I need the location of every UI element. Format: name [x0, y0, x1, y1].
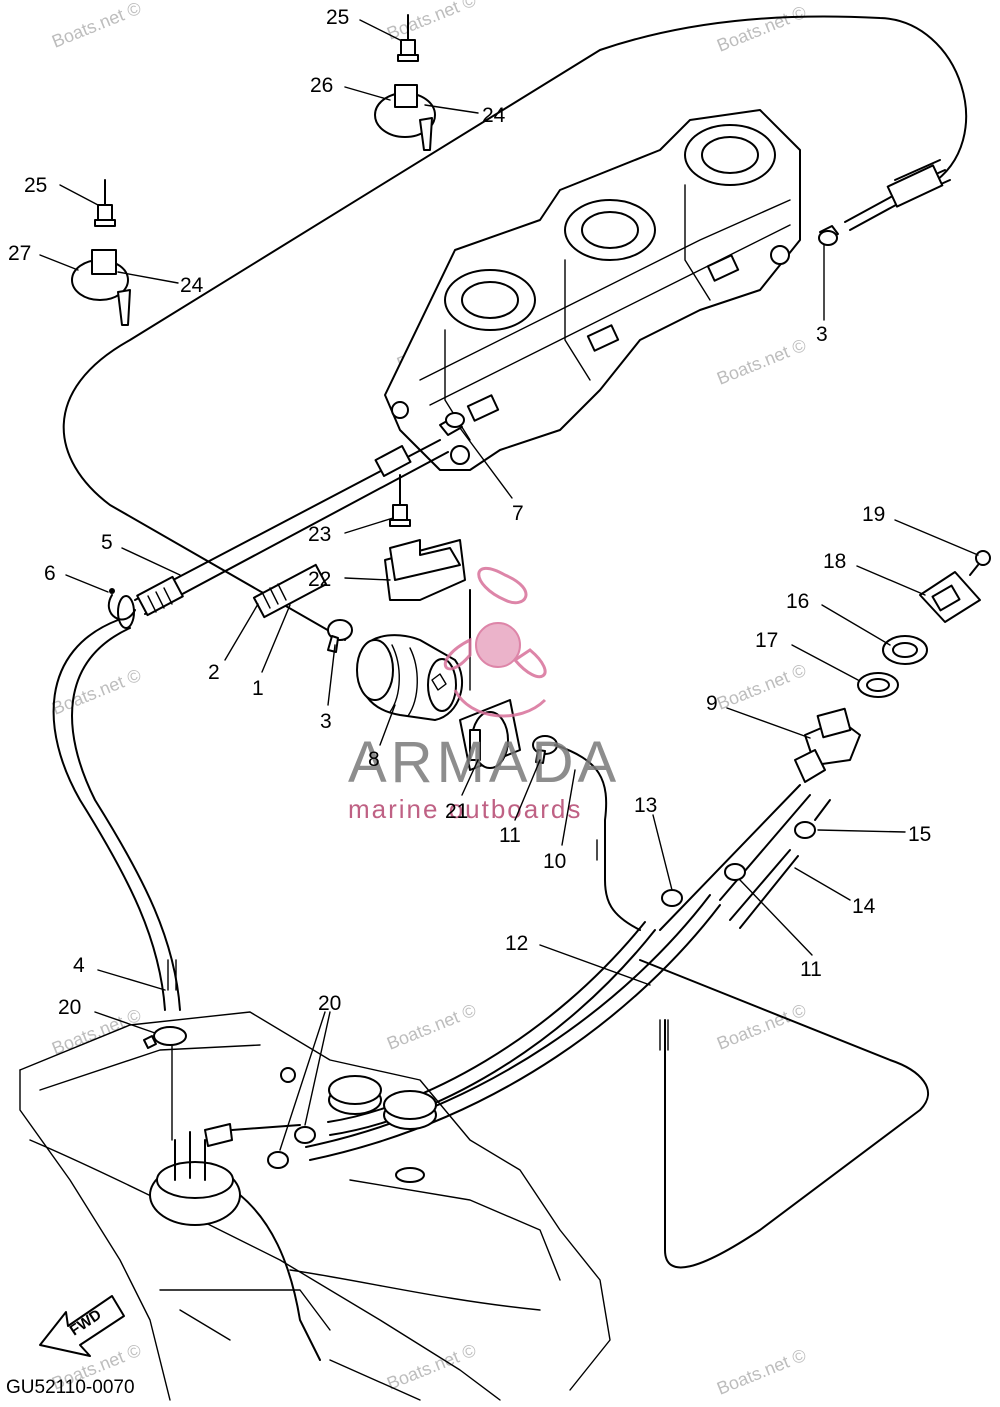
band-27	[71, 249, 131, 326]
callout-label: 26	[310, 74, 333, 97]
grommet-16	[882, 635, 928, 665]
hose-clamp-7	[445, 412, 465, 428]
callout-label: 14	[852, 895, 876, 918]
forward-arrow: FWD	[39, 1295, 125, 1357]
watermark: Boats.net ©	[714, 660, 809, 714]
watermark: Boats.net ©	[714, 2, 809, 56]
hoses-12	[305, 894, 930, 1269]
callout-label: 8	[368, 748, 380, 771]
propeller-logo	[443, 566, 547, 718]
callout-label: 25	[326, 6, 349, 29]
callout-label: 20	[58, 996, 81, 1019]
callout-label: 12	[505, 932, 528, 955]
hose-clamp-3-right	[818, 230, 838, 246]
callout-label: 6	[44, 562, 56, 585]
hose-10	[554, 744, 641, 931]
hose-clamp-3-left	[327, 619, 353, 653]
bolt-23	[389, 474, 411, 527]
watermark: Boats.net ©	[49, 0, 144, 52]
clip-6	[107, 588, 136, 621]
hose-14-b	[739, 855, 799, 929]
hose-clamp-11-lower	[724, 863, 746, 881]
callout-label: 10	[543, 850, 566, 873]
fuel-hose-4	[52, 619, 166, 1011]
callout-label: 1	[252, 677, 264, 700]
watermark: Boats.net ©	[714, 1345, 809, 1399]
band-26	[374, 84, 436, 151]
hose-14	[729, 849, 791, 921]
fuel-hose-4-side	[71, 627, 181, 1011]
fuel-sender-unit	[149, 1123, 301, 1226]
rivet-25-left	[94, 179, 116, 227]
fuel-tank	[19, 1011, 611, 1401]
callout-label: 13	[634, 794, 657, 817]
carb-inlet-hose-right	[819, 159, 951, 241]
callout-numbers: 25 26 24 25 27 24 3 7 23 22 5 6 2 1 3 8 …	[8, 6, 931, 1019]
screw-19	[969, 550, 991, 576]
brand-tagline: marine outboards	[348, 794, 582, 824]
callout-label: 15	[908, 823, 931, 846]
callout-label: 19	[862, 503, 885, 526]
watermark: Boats.net ©	[384, 0, 479, 44]
brand-name: ARMADA	[348, 730, 620, 795]
callout-label: 5	[101, 531, 113, 554]
callout-label: 11	[499, 824, 521, 847]
callout-label: 20	[318, 992, 341, 1015]
leader-lines	[39, 19, 979, 1151]
callout-label: 24	[482, 104, 506, 127]
watermark: Boats.net ©	[384, 1340, 479, 1394]
hose-clamp-13	[661, 889, 683, 907]
callout-label: 22	[308, 568, 331, 591]
cover-18	[919, 571, 981, 623]
valve-hose-a	[659, 784, 801, 931]
callout-label: 9	[706, 692, 718, 715]
armada-watermark: ARMADA marine outboards	[348, 566, 620, 824]
callout-label: 3	[816, 323, 828, 346]
callout-label: 25	[24, 174, 47, 197]
carburetor-assembly	[384, 109, 801, 471]
callout-label: 21	[445, 800, 468, 823]
watermark: Boats.net ©	[49, 665, 144, 719]
watermark: Boats.net ©	[714, 335, 809, 389]
return-hose-loop	[62, 15, 967, 641]
callout-label: 7	[512, 502, 524, 525]
callout-label: 2	[208, 661, 220, 684]
hose-clamp-20-left	[143, 1026, 187, 1049]
watermark: Boats.net ©	[384, 1000, 479, 1054]
hose-clamp-11-upper	[532, 735, 558, 764]
callout-label: 27	[8, 242, 31, 265]
hose-clamp-15	[794, 821, 816, 839]
tank-hose-lower	[239, 1194, 321, 1361]
rivet-25-top	[397, 14, 419, 62]
callout-label: 16	[786, 590, 809, 613]
callout-label: 18	[823, 550, 846, 573]
bracket-22	[384, 539, 471, 691]
callout-label: 4	[73, 954, 85, 977]
callout-label: 3	[320, 710, 332, 733]
callout-label: 17	[755, 629, 778, 652]
hose-clamp-20-lower	[267, 1151, 289, 1169]
washer-17	[857, 672, 899, 698]
valve-hose-c	[814, 799, 831, 821]
callout-label: 23	[308, 523, 331, 546]
fuel-valve-9	[794, 707, 861, 783]
hose-clamp-20-upper	[294, 1126, 316, 1144]
fuel-filter-8	[356, 634, 464, 721]
callout-label: 24	[180, 274, 204, 297]
diagram-code: GU52110-0070	[6, 1377, 135, 1398]
valve-hose-b	[719, 794, 811, 901]
tank-filler-necks	[280, 1067, 437, 1183]
callout-label: 11	[800, 958, 822, 981]
